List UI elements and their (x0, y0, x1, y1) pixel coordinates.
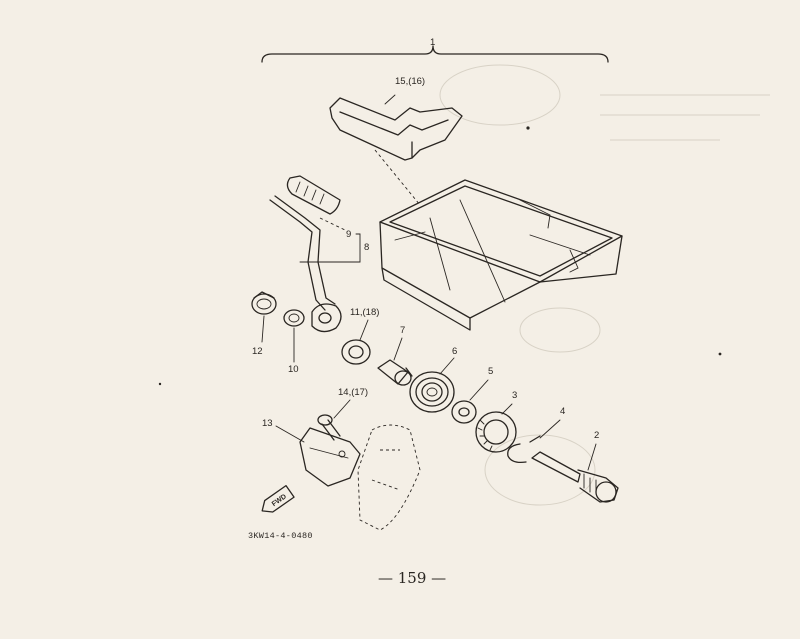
diagram-code: 3KW14-4-0480 (248, 531, 313, 541)
leader-cap (261, 315, 265, 343)
leader-cover-box (374, 149, 421, 206)
leader-clip (539, 419, 561, 439)
stray-dot (526, 126, 530, 130)
engine-case-outline (357, 424, 421, 531)
battery-box (379, 179, 623, 331)
page-number: — 159 — (378, 569, 446, 587)
kick-lever (269, 195, 342, 333)
leader-spring (439, 357, 455, 375)
label-guard: 13 (262, 418, 273, 429)
washer-part (451, 400, 477, 424)
stray-dot (158, 382, 162, 386)
bracket-kick-set (299, 233, 361, 263)
leader-collar (393, 337, 403, 361)
label-shaft: 2 (594, 430, 599, 441)
label-cover-screw: 14,(17) (338, 387, 368, 398)
label-assembly: 1 (430, 37, 435, 48)
leader-shaft (587, 443, 597, 471)
fwd-label: FWD (271, 493, 288, 508)
assembly-brace (261, 45, 609, 63)
collar-part (377, 359, 412, 386)
circlip-part (341, 339, 371, 365)
guard-part (299, 427, 361, 487)
stray-dot (718, 352, 722, 356)
bushing-part (283, 309, 305, 327)
label-bushing: 10 (288, 364, 299, 375)
label-circlip: 11,(18) (350, 307, 379, 318)
leader-washer (469, 379, 489, 401)
leader-ratchet (501, 403, 513, 415)
leader-circlip (359, 319, 369, 341)
label-washer: 5 (488, 366, 493, 377)
label-grip: 9 (346, 229, 351, 240)
fwd-arrow-icon: FWD (261, 484, 295, 513)
label-battery-cover: 15,(16) (395, 76, 425, 87)
bleed-through (439, 64, 770, 506)
label-cap: 12 (252, 346, 263, 357)
leader-grip (319, 217, 346, 231)
battery-cover-bracket (329, 94, 463, 161)
label-kick-set: 8 (364, 242, 369, 253)
cover-screw-part (317, 414, 341, 441)
kick-grip (286, 175, 341, 215)
leader-guard (275, 425, 305, 443)
cap-part (251, 291, 277, 315)
spring-part (405, 367, 455, 413)
ratchet-part (475, 411, 517, 453)
label-collar: 7 (400, 325, 405, 336)
label-ratchet: 3 (512, 390, 517, 401)
label-clip: 4 (560, 406, 565, 417)
kick-shaft-part (531, 451, 619, 503)
leader-cover-screw (333, 399, 351, 419)
clip-part (507, 435, 541, 464)
label-spring: 6 (452, 346, 457, 357)
